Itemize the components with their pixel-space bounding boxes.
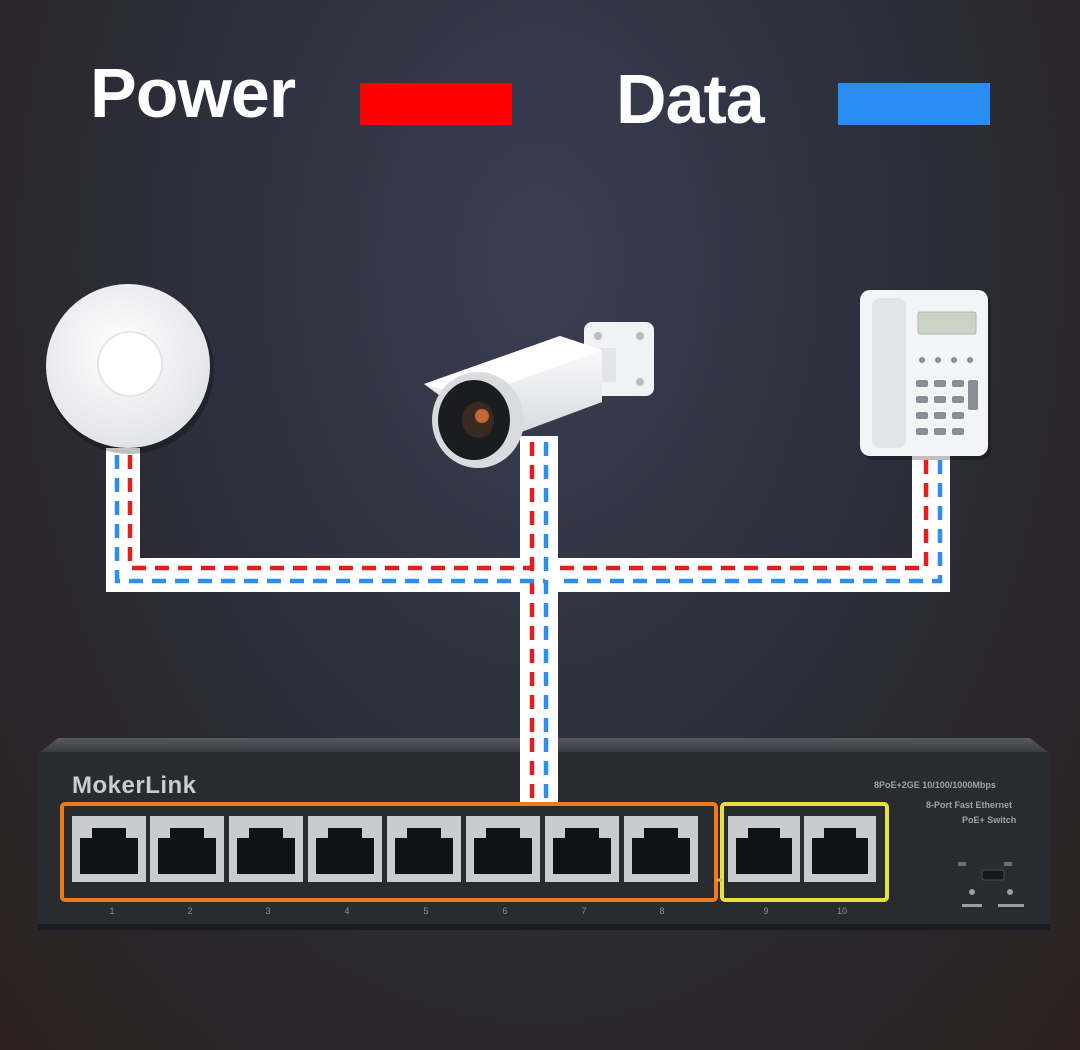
power-line-phone	[560, 460, 929, 571]
cable-into-switch	[520, 738, 558, 802]
ip-phone-icon	[860, 290, 991, 460]
switch-model-line: 8PoE+2GE 10/100/1000Mbps	[874, 780, 996, 790]
port-number-10: 10	[837, 906, 847, 916]
power-legend-label: Power	[90, 54, 296, 132]
port-number-7: 7	[581, 906, 586, 916]
data-legend-swatch	[838, 83, 990, 125]
port-number-4: 4	[344, 906, 349, 916]
port-8	[624, 816, 698, 882]
switch-desc-line1: 8-Port Fast Ethernet	[926, 800, 1013, 810]
data-lines	[114, 442, 943, 798]
switch-mode-toggle	[958, 862, 1012, 881]
switch-brand-logo: MokerLink	[72, 772, 197, 799]
power-line-ap	[127, 455, 530, 571]
cable-phone-vertical	[912, 455, 950, 592]
port-number-2: 2	[187, 906, 192, 916]
security-camera-icon	[424, 322, 654, 468]
poe-port-group-outline	[60, 802, 718, 902]
port-number-5: 5	[423, 906, 428, 916]
data-legend-label: Data	[616, 60, 765, 138]
port-9	[728, 816, 800, 882]
port-number-1: 1	[109, 906, 114, 916]
power-legend-swatch	[360, 83, 512, 125]
port-number-3: 3	[265, 906, 270, 916]
port-2	[150, 816, 224, 882]
port-3	[229, 816, 303, 882]
port-number-9: 9	[763, 906, 768, 916]
switch-desc-line2: PoE+ Switch	[962, 815, 1017, 825]
port-5	[387, 816, 461, 882]
port-number-8: 8	[659, 906, 664, 916]
poe-switch: 1 2 3 4 5 6 7 8 9 10	[38, 738, 1050, 930]
status-leds	[962, 889, 1024, 907]
wireless-access-point-icon	[46, 284, 214, 454]
port-6	[466, 816, 540, 882]
port-1	[72, 816, 146, 882]
port-7	[545, 816, 619, 882]
data-line-phone	[560, 460, 943, 584]
power-lines	[127, 442, 929, 798]
ethernet-ports	[72, 816, 876, 882]
port-10	[804, 816, 876, 882]
port-4	[308, 816, 382, 882]
uplink-port-group-outline	[720, 802, 889, 902]
port-number-6: 6	[502, 906, 507, 916]
data-line-ap	[114, 455, 545, 584]
